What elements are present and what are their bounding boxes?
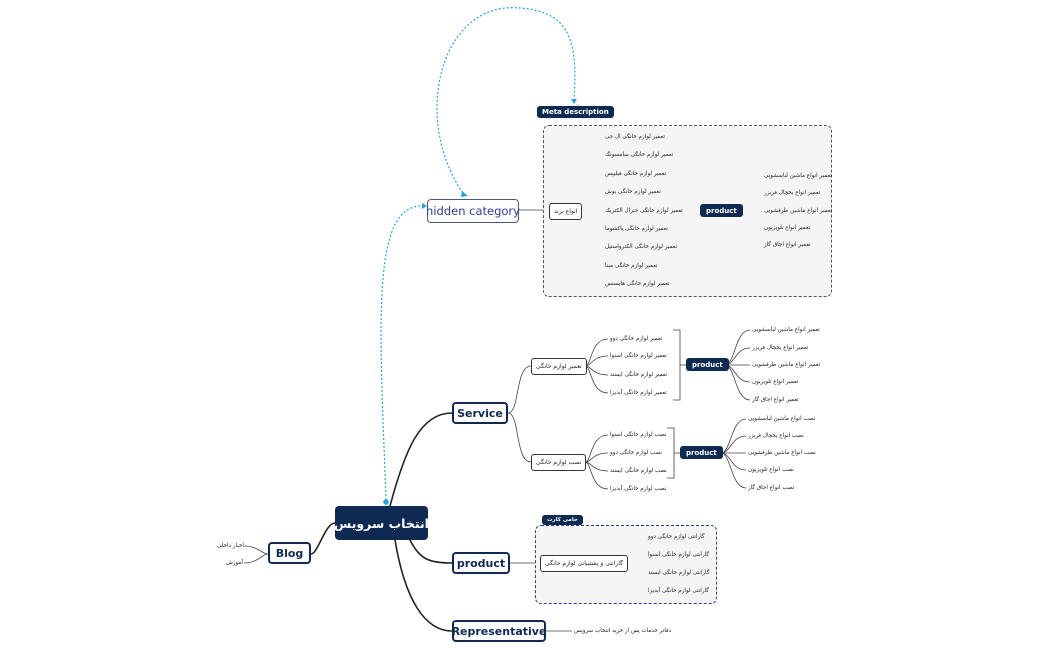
hidden-product-leaf: تعمیر انواع اجاق گاز	[764, 242, 811, 248]
brand-leaf: تعمیر لوازم خانگی سامسونگ	[605, 152, 674, 158]
warranty-leaf: گارانتی لوازم خانگی دوو	[648, 534, 705, 540]
install-product-node[interactable]: product	[680, 446, 723, 459]
meta-description-tag[interactable]: Meta description	[537, 106, 614, 118]
repair-leaf: تعمیر لوازم خانگی ایستد	[610, 372, 668, 378]
install-product-leaf: نصب انواع ماشین ظرفشویی	[748, 450, 816, 456]
install-node[interactable]: نصب لوازم خانگی	[531, 454, 587, 471]
hidden-product-leaf: تعمیر انواع ماشین لباسشویی	[764, 173, 832, 179]
warranty-leaf: گارانتی لوازم خانگی اسنوا	[648, 552, 710, 558]
hidden-product-leaf: تعمیر انواع ماشین ظرفشویی	[764, 208, 833, 214]
repair-product-node[interactable]: product	[686, 358, 729, 371]
repair-leaf: تعمیر لوازم خانگی اسنوا	[610, 353, 667, 359]
repair-product-leaf: تعمیر انواع تلویزیون	[752, 379, 799, 385]
brand-leaf: تعمیر لوازم خانگی مبنا	[605, 263, 658, 269]
brand-leaf: تعمیر لوازم خانگی جنرال الکتریک	[605, 208, 683, 214]
brands-group-box	[543, 125, 832, 297]
hidden-product-leaf: تعمیر انواع تلویزیون	[764, 225, 811, 231]
install-leaf: نصب لوازم خانگی آبدیزا	[610, 486, 667, 492]
repair-product-leaf: تعمیر انواع ماشین ظرفشویی	[752, 362, 821, 368]
install-product-leaf: نصب انواع تلویزیون	[748, 467, 794, 473]
representative-leaf: دفاتر خدمات پس از خرید انتخاب سرویس	[574, 628, 672, 634]
root-node[interactable]: انتخاب سرویس	[334, 506, 429, 540]
product-node[interactable]: product	[452, 552, 510, 574]
install-leaf: نصب لوازم خانگی دوو	[610, 450, 662, 456]
service-node[interactable]: Service	[452, 402, 508, 424]
brand-leaf: تعمیر لوازم خانگی ال جی	[605, 134, 665, 140]
blog-leaf: اخبار داخلی	[217, 543, 244, 549]
repair-product-leaf: تعمیر انواع اجاق گاز	[752, 397, 799, 403]
install-product-leaf: نصب انواع یخچال فریزر	[748, 433, 804, 439]
hidden-product-node[interactable]: product	[700, 204, 743, 217]
representative-node[interactable]: Representative	[452, 620, 546, 642]
warranty-node[interactable]: گارانتی و پشتیبانی لوازم خانگی	[540, 555, 628, 572]
repair-node[interactable]: تعمیر لوازم خانگی	[531, 358, 587, 375]
brand-leaf: تعمیر لوازم خانگی الکترواستیل	[605, 244, 678, 250]
repair-leaf: تعمیر لوازم خانگی آبدیزا	[610, 390, 667, 396]
hidden-category-node[interactable]: hidden category	[426, 199, 520, 223]
repair-product-leaf: تعمیر انواع ماشین لباسشویی	[752, 327, 820, 333]
warranty-leaf: گارانتی لوازم خانگی آبدیزا	[648, 588, 709, 594]
blog-node[interactable]: Blog	[268, 542, 311, 564]
brand-leaf: تعمیر لوازم خانگی فیلیپس	[605, 171, 667, 177]
repair-leaf: تعمیر لوازم خانگی دوو	[610, 336, 663, 342]
install-leaf: نصب لوازم خانگی اسنوا	[610, 432, 667, 438]
brand-leaf: تعمیر لوازم خانگی بوش	[605, 189, 661, 195]
repair-product-leaf: تعمیر انواع یخچال فریزر	[752, 345, 809, 351]
blog-leaf: آموزش	[226, 560, 243, 566]
brand-leaf: تعمیر لوازم خانگی هایسنس	[605, 281, 670, 287]
hami-card-tag[interactable]: حامی کارت	[542, 515, 583, 525]
warranty-leaf: گارانتی لوازم خانگی ایستد	[648, 570, 710, 576]
install-leaf: نصب لوازم خانگی ایستد	[610, 468, 667, 474]
install-product-leaf: نصب انواع اجاق گاز	[748, 485, 795, 491]
install-product-leaf: نصب انواع ماشین لباسشویی	[748, 416, 816, 422]
hidden-product-leaf: تعمیر انواع یخچال فریزر	[764, 190, 821, 196]
brand-types-node[interactable]: انواع برند	[549, 203, 583, 220]
brand-leaf: تعمیر لوازم خانگی پاکشوما	[605, 226, 668, 232]
